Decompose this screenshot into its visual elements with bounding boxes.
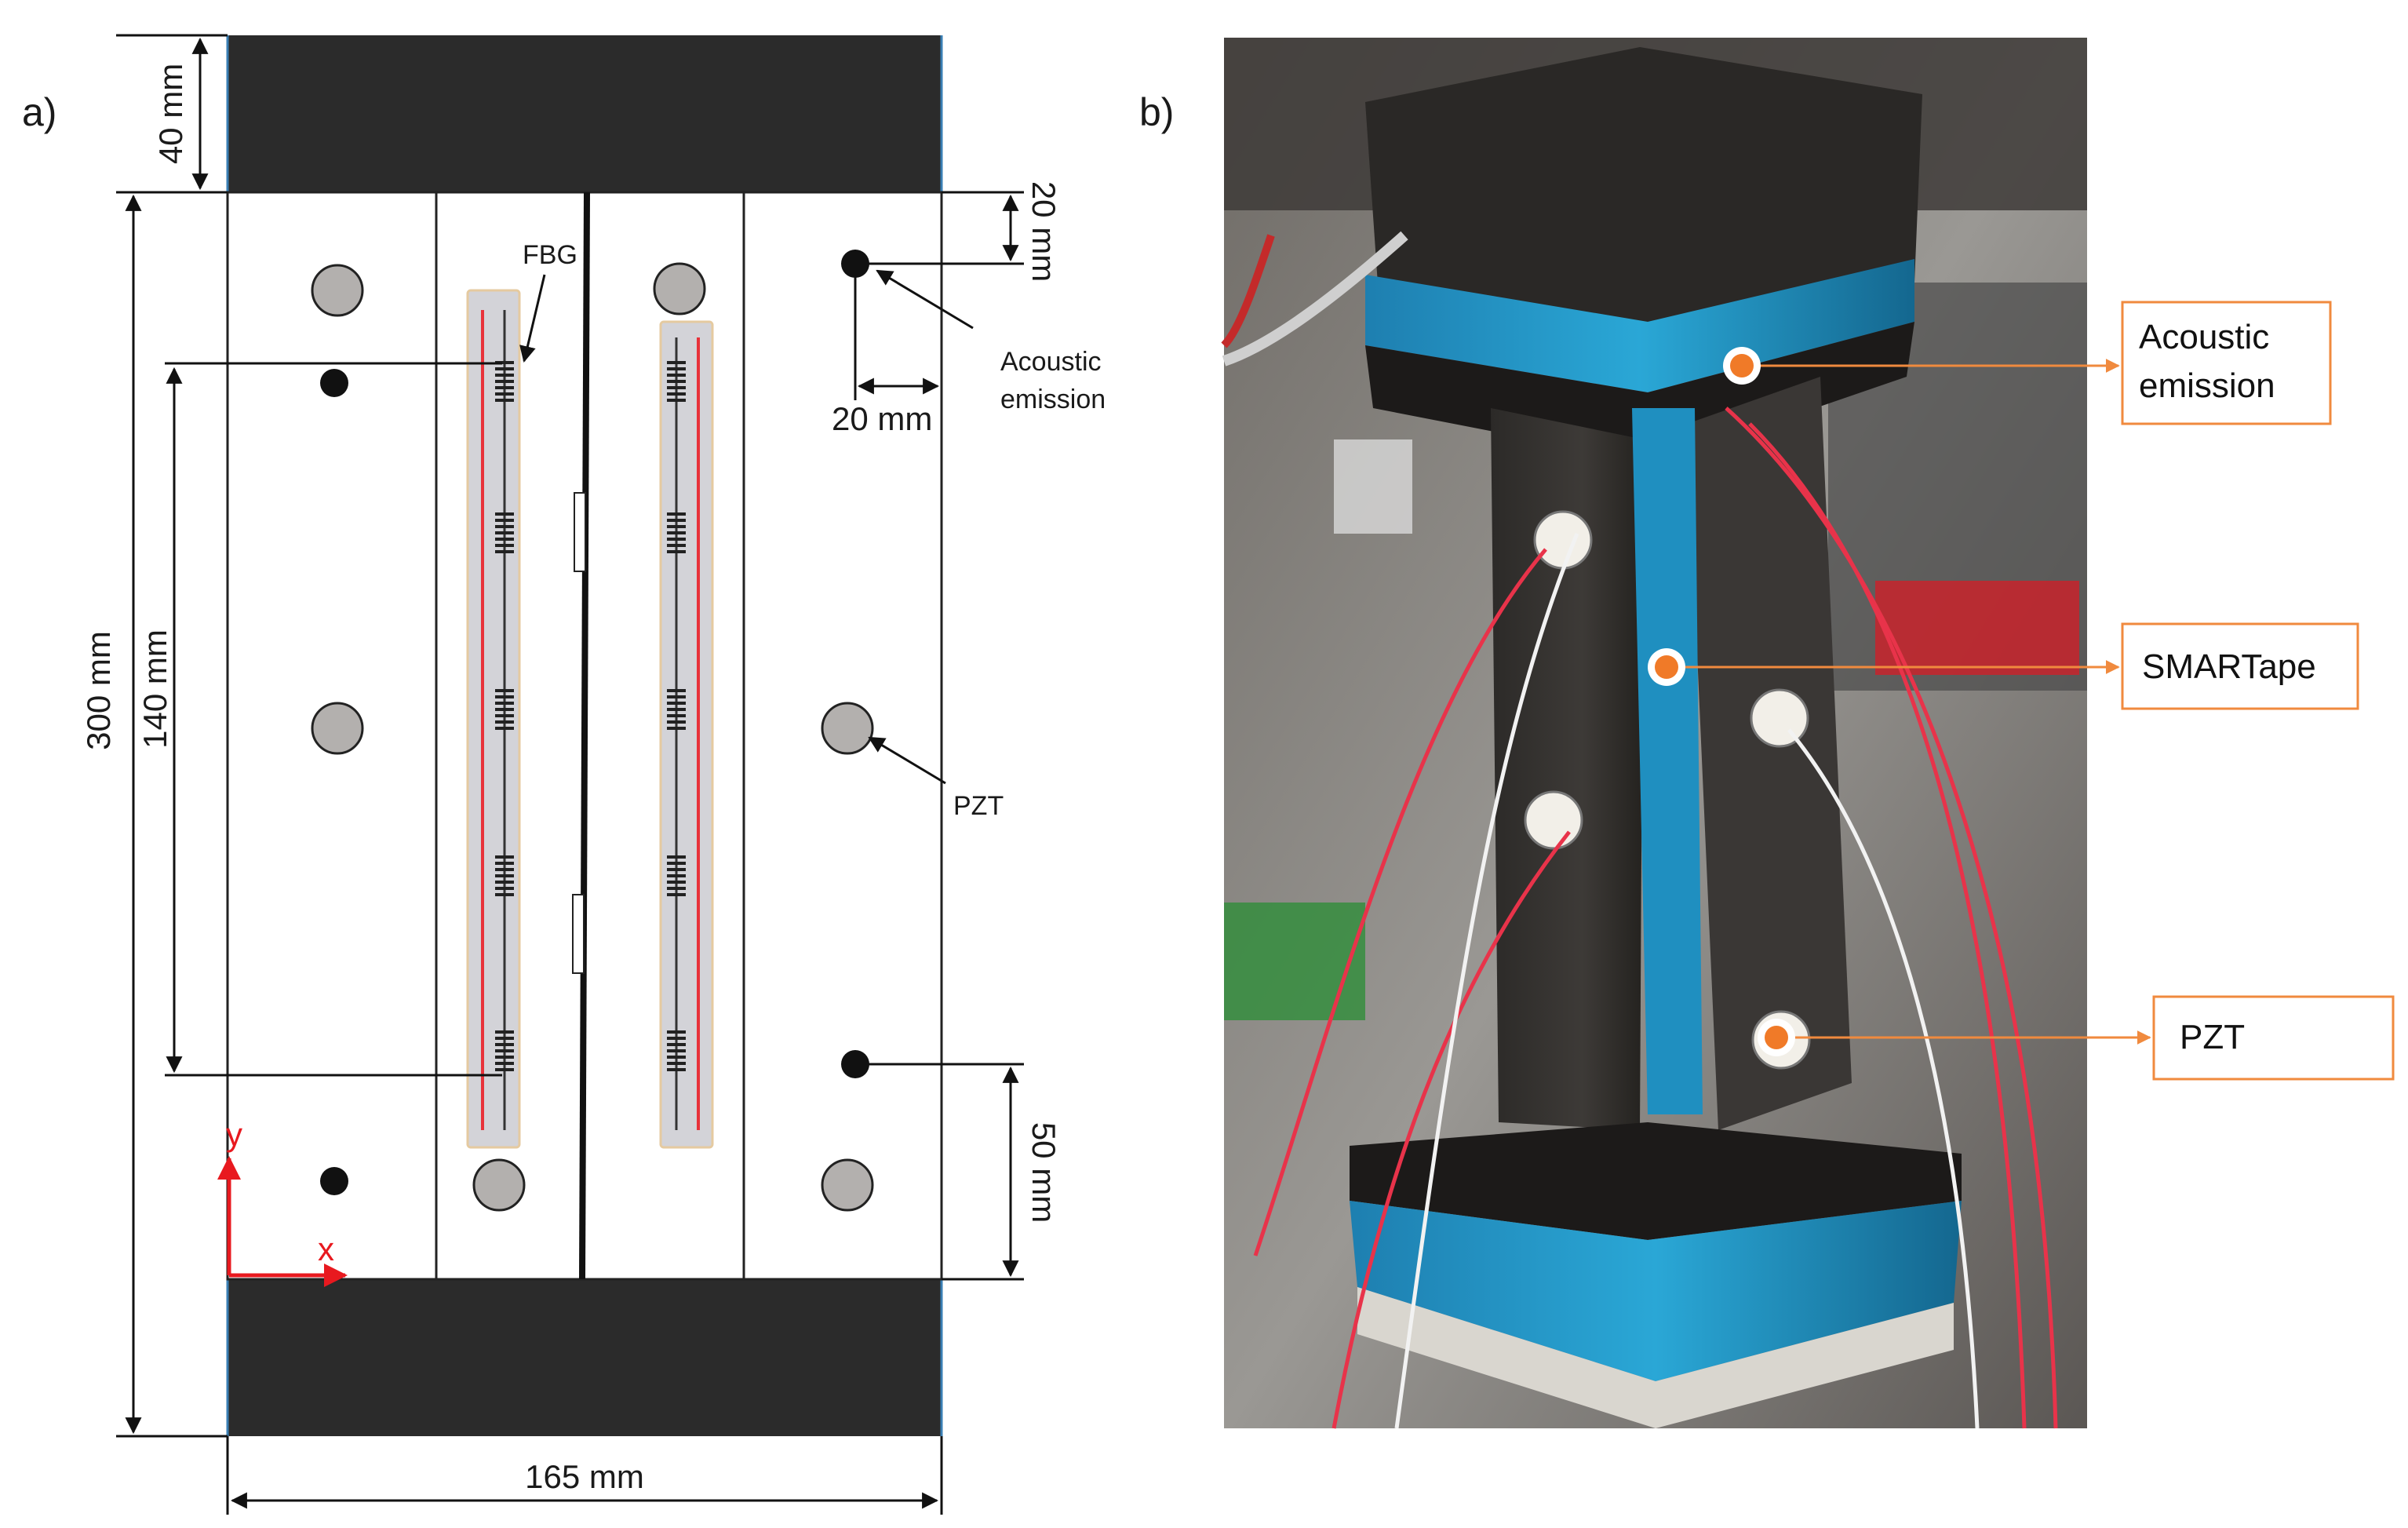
pzt-disk xyxy=(821,702,874,755)
fbg-label: FBG xyxy=(523,240,577,270)
photo-wires xyxy=(1221,231,2058,1429)
bottom-clamp-block xyxy=(228,1279,942,1436)
photo-top-blue-plate xyxy=(1365,259,1914,392)
callout-smartape: SMARTape xyxy=(1648,622,2359,710)
axis-arrows xyxy=(217,1156,348,1287)
pzt-disk xyxy=(472,1158,526,1212)
dim-300mm xyxy=(116,194,228,1438)
pzt-disks xyxy=(311,262,874,1212)
ae-marker xyxy=(1730,354,1754,377)
callout-pzt-label: PZT xyxy=(2180,1018,2245,1056)
callout-pzt: PZT xyxy=(1758,995,2395,1081)
dim-20mm-horizontal-label: 20 mm xyxy=(832,400,932,437)
callout-ae-line2: emission xyxy=(2139,367,2275,405)
dim-140mm xyxy=(165,362,502,1077)
panel-a-label: a) xyxy=(22,90,56,134)
ae-label-line2: emission xyxy=(1000,385,1106,414)
photo-bottom-grip xyxy=(1350,1122,1962,1240)
dim-165mm-label: 165 mm xyxy=(525,1458,644,1495)
fbg-tape-left xyxy=(466,289,521,1149)
photo-panel-right xyxy=(1687,377,1852,1130)
fbg-gratings-left xyxy=(495,361,514,1071)
pzt-disk xyxy=(311,702,364,755)
ae-sensor-dot xyxy=(320,1167,348,1195)
bond-tab-upper xyxy=(574,492,586,572)
fbg-tape-right xyxy=(659,320,714,1149)
pzt-disk xyxy=(821,1158,874,1212)
dim-300mm-label: 300 mm xyxy=(80,631,117,750)
panel-b: b) xyxy=(1139,38,2395,1429)
pzt-disk xyxy=(311,264,364,317)
panel-b-label: b) xyxy=(1139,90,1174,134)
pzt-disk xyxy=(653,262,706,315)
photo-red-case xyxy=(1875,581,2079,675)
axis-y-label: y xyxy=(226,1116,242,1153)
test-setup-photo xyxy=(1221,38,2087,1429)
fbg-gratings-right xyxy=(667,361,686,1071)
callout-ae-line1: Acoustic xyxy=(2139,318,2269,356)
dim-40mm xyxy=(116,34,228,194)
top-clamp-block xyxy=(228,35,942,192)
dim-20mm-horizontal xyxy=(854,264,940,400)
pzt-label: PZT xyxy=(953,791,1004,821)
callout-smartape-label: SMARTape xyxy=(2142,647,2316,686)
ae-sensor-dot xyxy=(320,369,348,397)
ae-leader xyxy=(876,269,974,330)
photo-panel-left xyxy=(1491,408,1644,1130)
dim-40mm-label: 40 mm xyxy=(152,64,189,164)
photo-top-grip xyxy=(1365,47,1922,345)
pzt-leader xyxy=(868,736,946,785)
fbg-leader xyxy=(519,274,546,363)
dim-20mm-vertical xyxy=(855,191,1024,265)
center-bond-line xyxy=(579,191,590,1280)
photo-smartape-strip xyxy=(1632,408,1703,1114)
smartape-marker xyxy=(1655,655,1678,679)
dim-50mm-label: 50 mm xyxy=(1025,1122,1062,1223)
ae-label-line1: Acoustic xyxy=(1000,347,1102,377)
dim-165mm xyxy=(226,1436,943,1515)
dim-50mm xyxy=(855,1063,1024,1281)
pzt-marker xyxy=(1765,1026,1788,1049)
photo-bottom-blue-plate xyxy=(1350,1201,1962,1381)
panel-a: a) xyxy=(22,34,1106,1515)
dim-140mm-label: 140 mm xyxy=(137,629,173,749)
callout-acoustic-emission: Acoustic emission xyxy=(1723,301,2332,425)
bond-tab-lower xyxy=(572,894,585,974)
dim-20mm-vertical-label: 20 mm xyxy=(1025,181,1062,282)
axis-x-label: x xyxy=(318,1231,334,1267)
